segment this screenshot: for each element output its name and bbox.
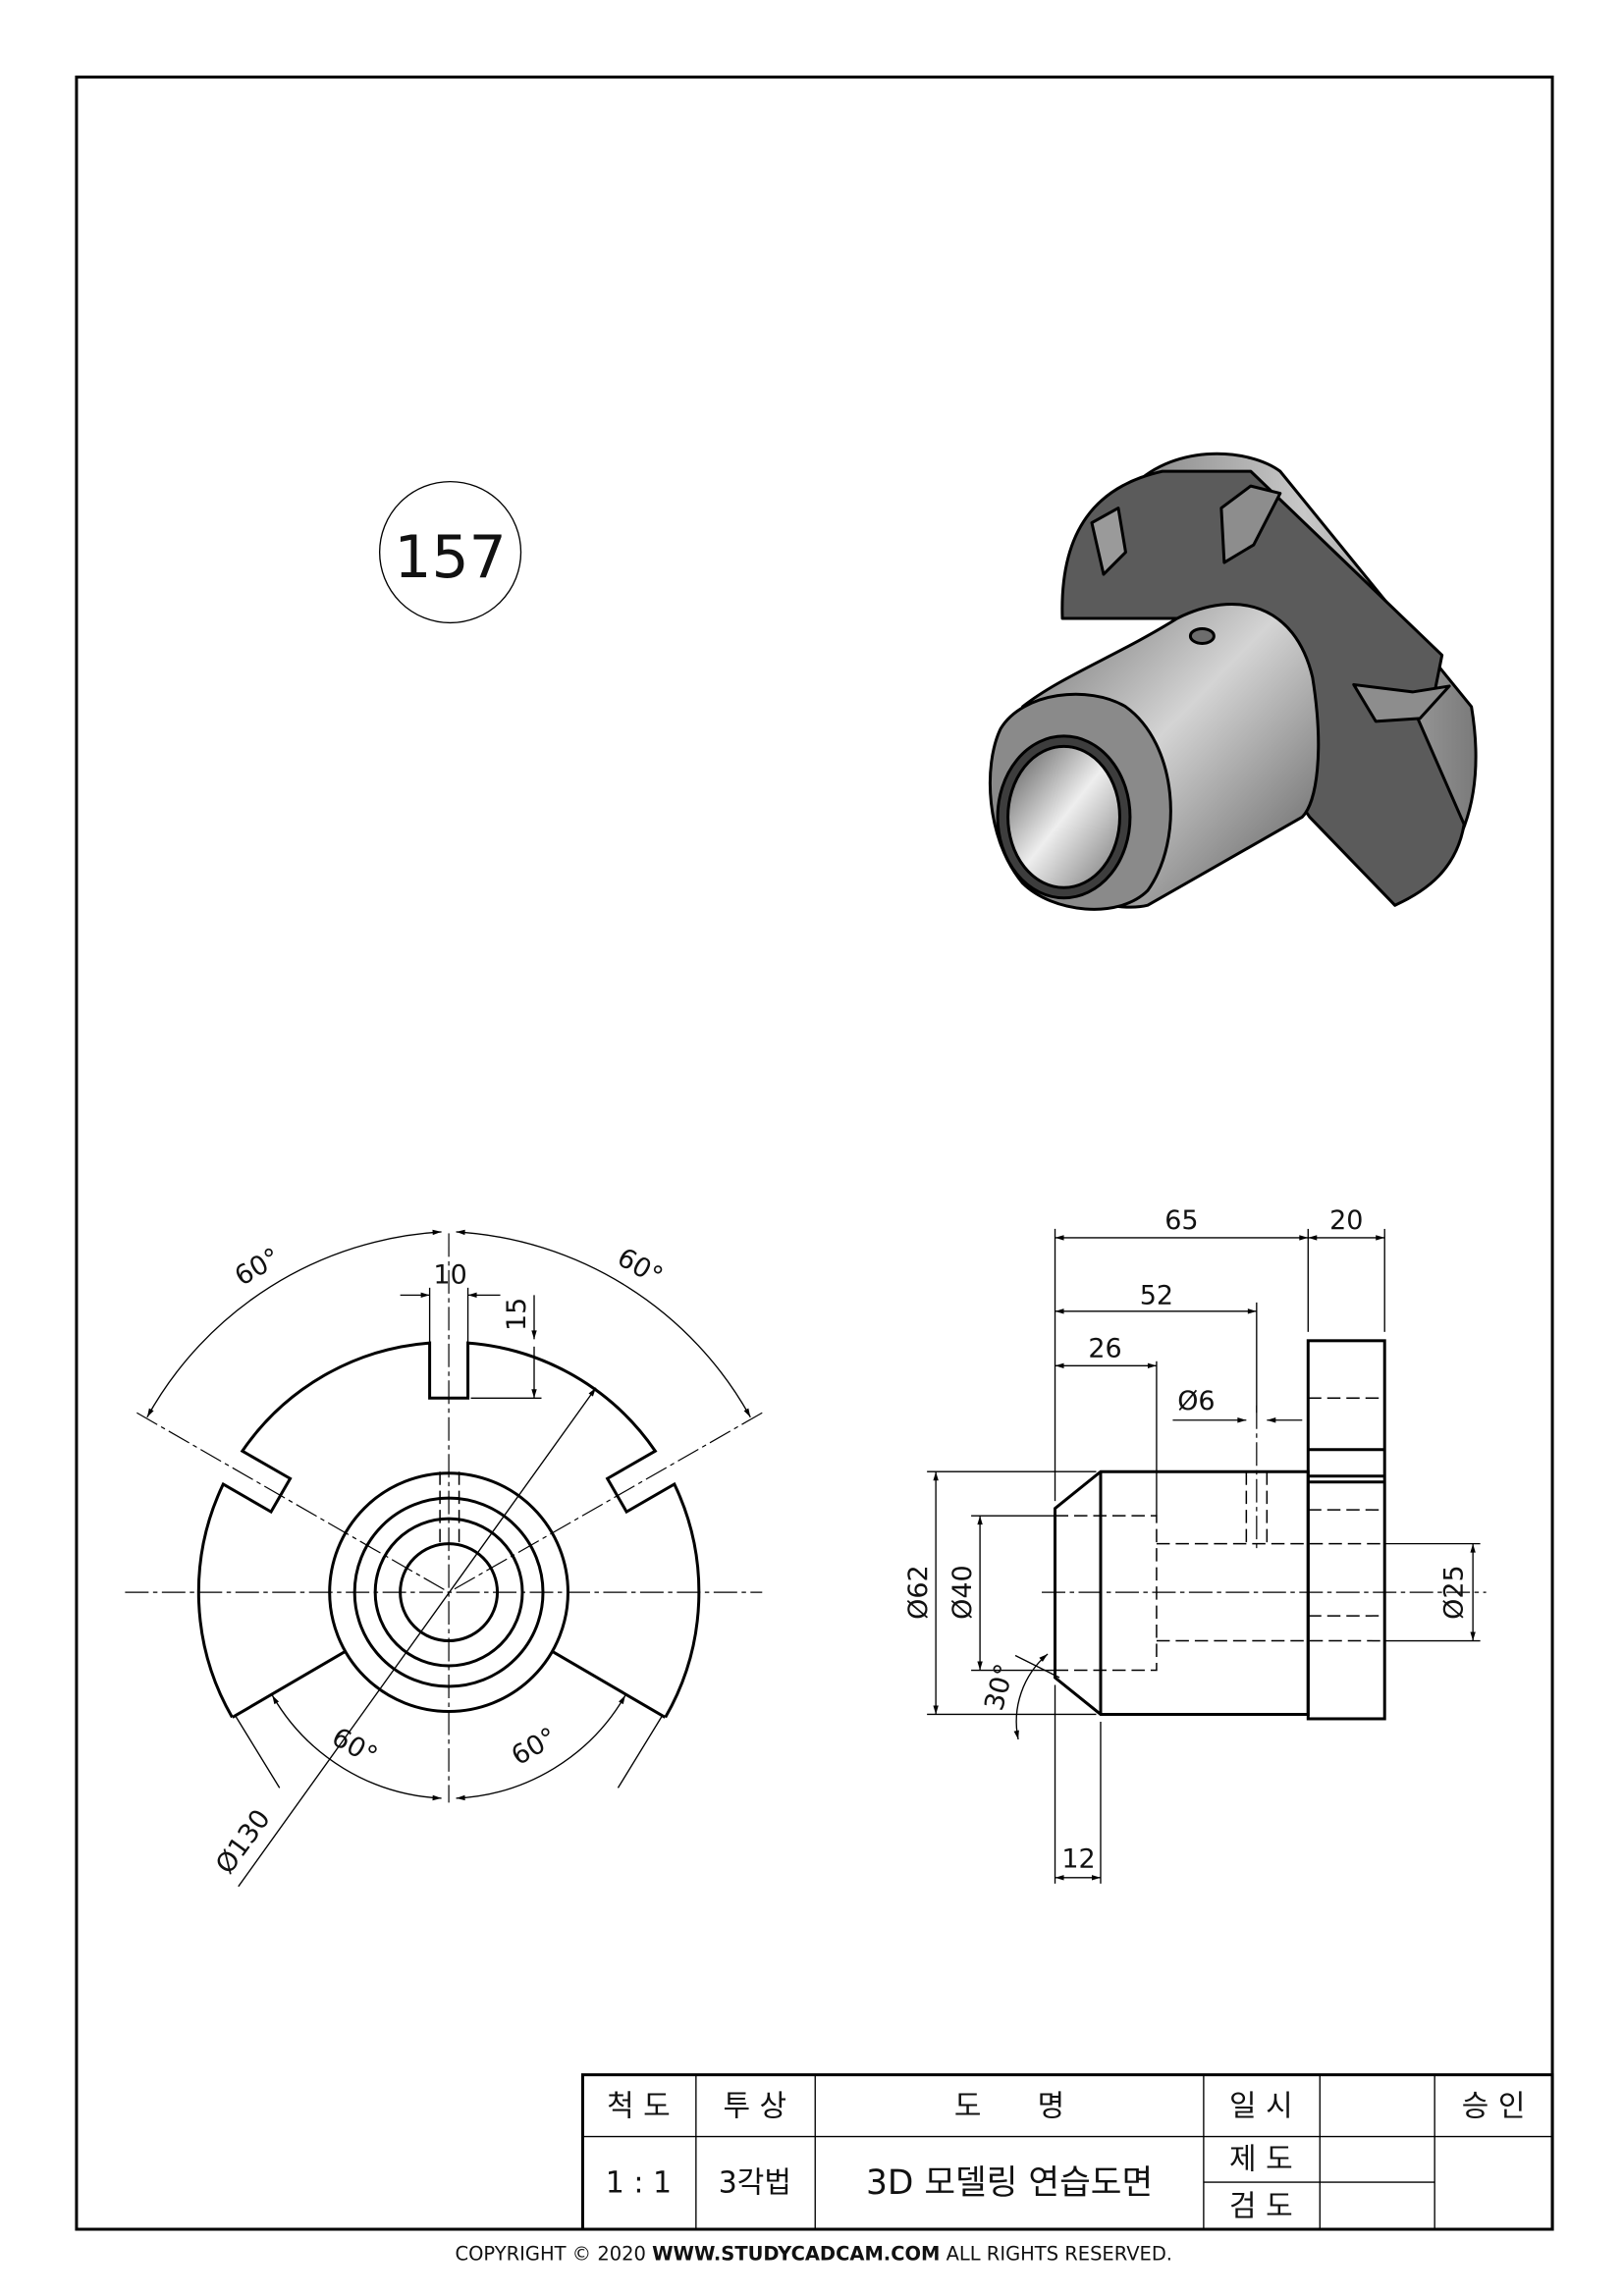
angle-top-left: 60° [230, 1243, 286, 1293]
hole-diameter-dim: Ø6 [1177, 1386, 1215, 1416]
slot-width-dim: 10 [433, 1259, 466, 1290]
chamfer-length-dim: 12 [1061, 1843, 1095, 1874]
bore-depth-26-dim: 26 [1088, 1333, 1121, 1363]
drawing-number: 157 [394, 523, 506, 592]
flange-20-dim: 20 [1329, 1205, 1363, 1236]
length-65-dim: 65 [1164, 1205, 1198, 1236]
hole-pin [1188, 626, 1216, 645]
title-value: 3D 모델링 연습도면 [866, 2163, 1153, 2203]
slot-depth-dim: 15 [502, 1298, 532, 1331]
header-scale: 척 도 [607, 2090, 671, 2124]
bore-inner [1006, 744, 1121, 889]
header-title: 도 명 [954, 2090, 1064, 2124]
header-projection: 투 상 [723, 2090, 786, 2124]
front-view: 60° 60° 60° 60° Ø130 10 15 [125, 1229, 763, 1888]
copyright: COPYRIGHT © 2020 WWW.STUDYCADCAM.COM ALL… [455, 2242, 1172, 2265]
angle-bottom-right: 60° [507, 1722, 563, 1772]
isometric-3d-view [988, 452, 1478, 911]
chamfer-angle: 30° [979, 1661, 1020, 1714]
drawing-number-balloon: 157 [378, 480, 522, 624]
scale-value: 1 : 1 [606, 2166, 672, 2201]
row-drafted: 제 도 [1229, 2143, 1293, 2177]
title-block: 척 도 투 상 도 명 일 시 승 인 1 : 1 3각법 3D 모델링 연습도… [580, 2073, 1554, 2231]
angle-top-right: 60° [612, 1243, 668, 1293]
copyright-site-link[interactable]: WWW.STUDYCADCAM.COM [652, 2242, 940, 2265]
hole-position-52-dim: 52 [1140, 1280, 1173, 1310]
flange-slot-right [1352, 682, 1451, 723]
flange-slot-left [1090, 507, 1127, 576]
row-checked: 검 도 [1229, 2190, 1293, 2224]
bore-diameter: Ø25 [1439, 1565, 1470, 1620]
flange-slot-top [1219, 484, 1282, 564]
projection-value: 3각법 [719, 2166, 791, 2201]
outer-diameter-side: Ø62 [903, 1565, 934, 1620]
angle-bottom-left: 60° [326, 1722, 382, 1772]
sheet-border [75, 75, 1554, 2231]
header-approval: 승 인 [1462, 2090, 1526, 2124]
outer-diameter-front: Ø130 [210, 1804, 277, 1880]
header-date: 일 시 [1229, 2090, 1293, 2124]
side-view: 65 20 52 26 Ø6 Ø62 Ø40 Ø25 30° 12 [903, 1205, 1487, 1884]
counterbore-diameter: Ø40 [947, 1565, 978, 1620]
